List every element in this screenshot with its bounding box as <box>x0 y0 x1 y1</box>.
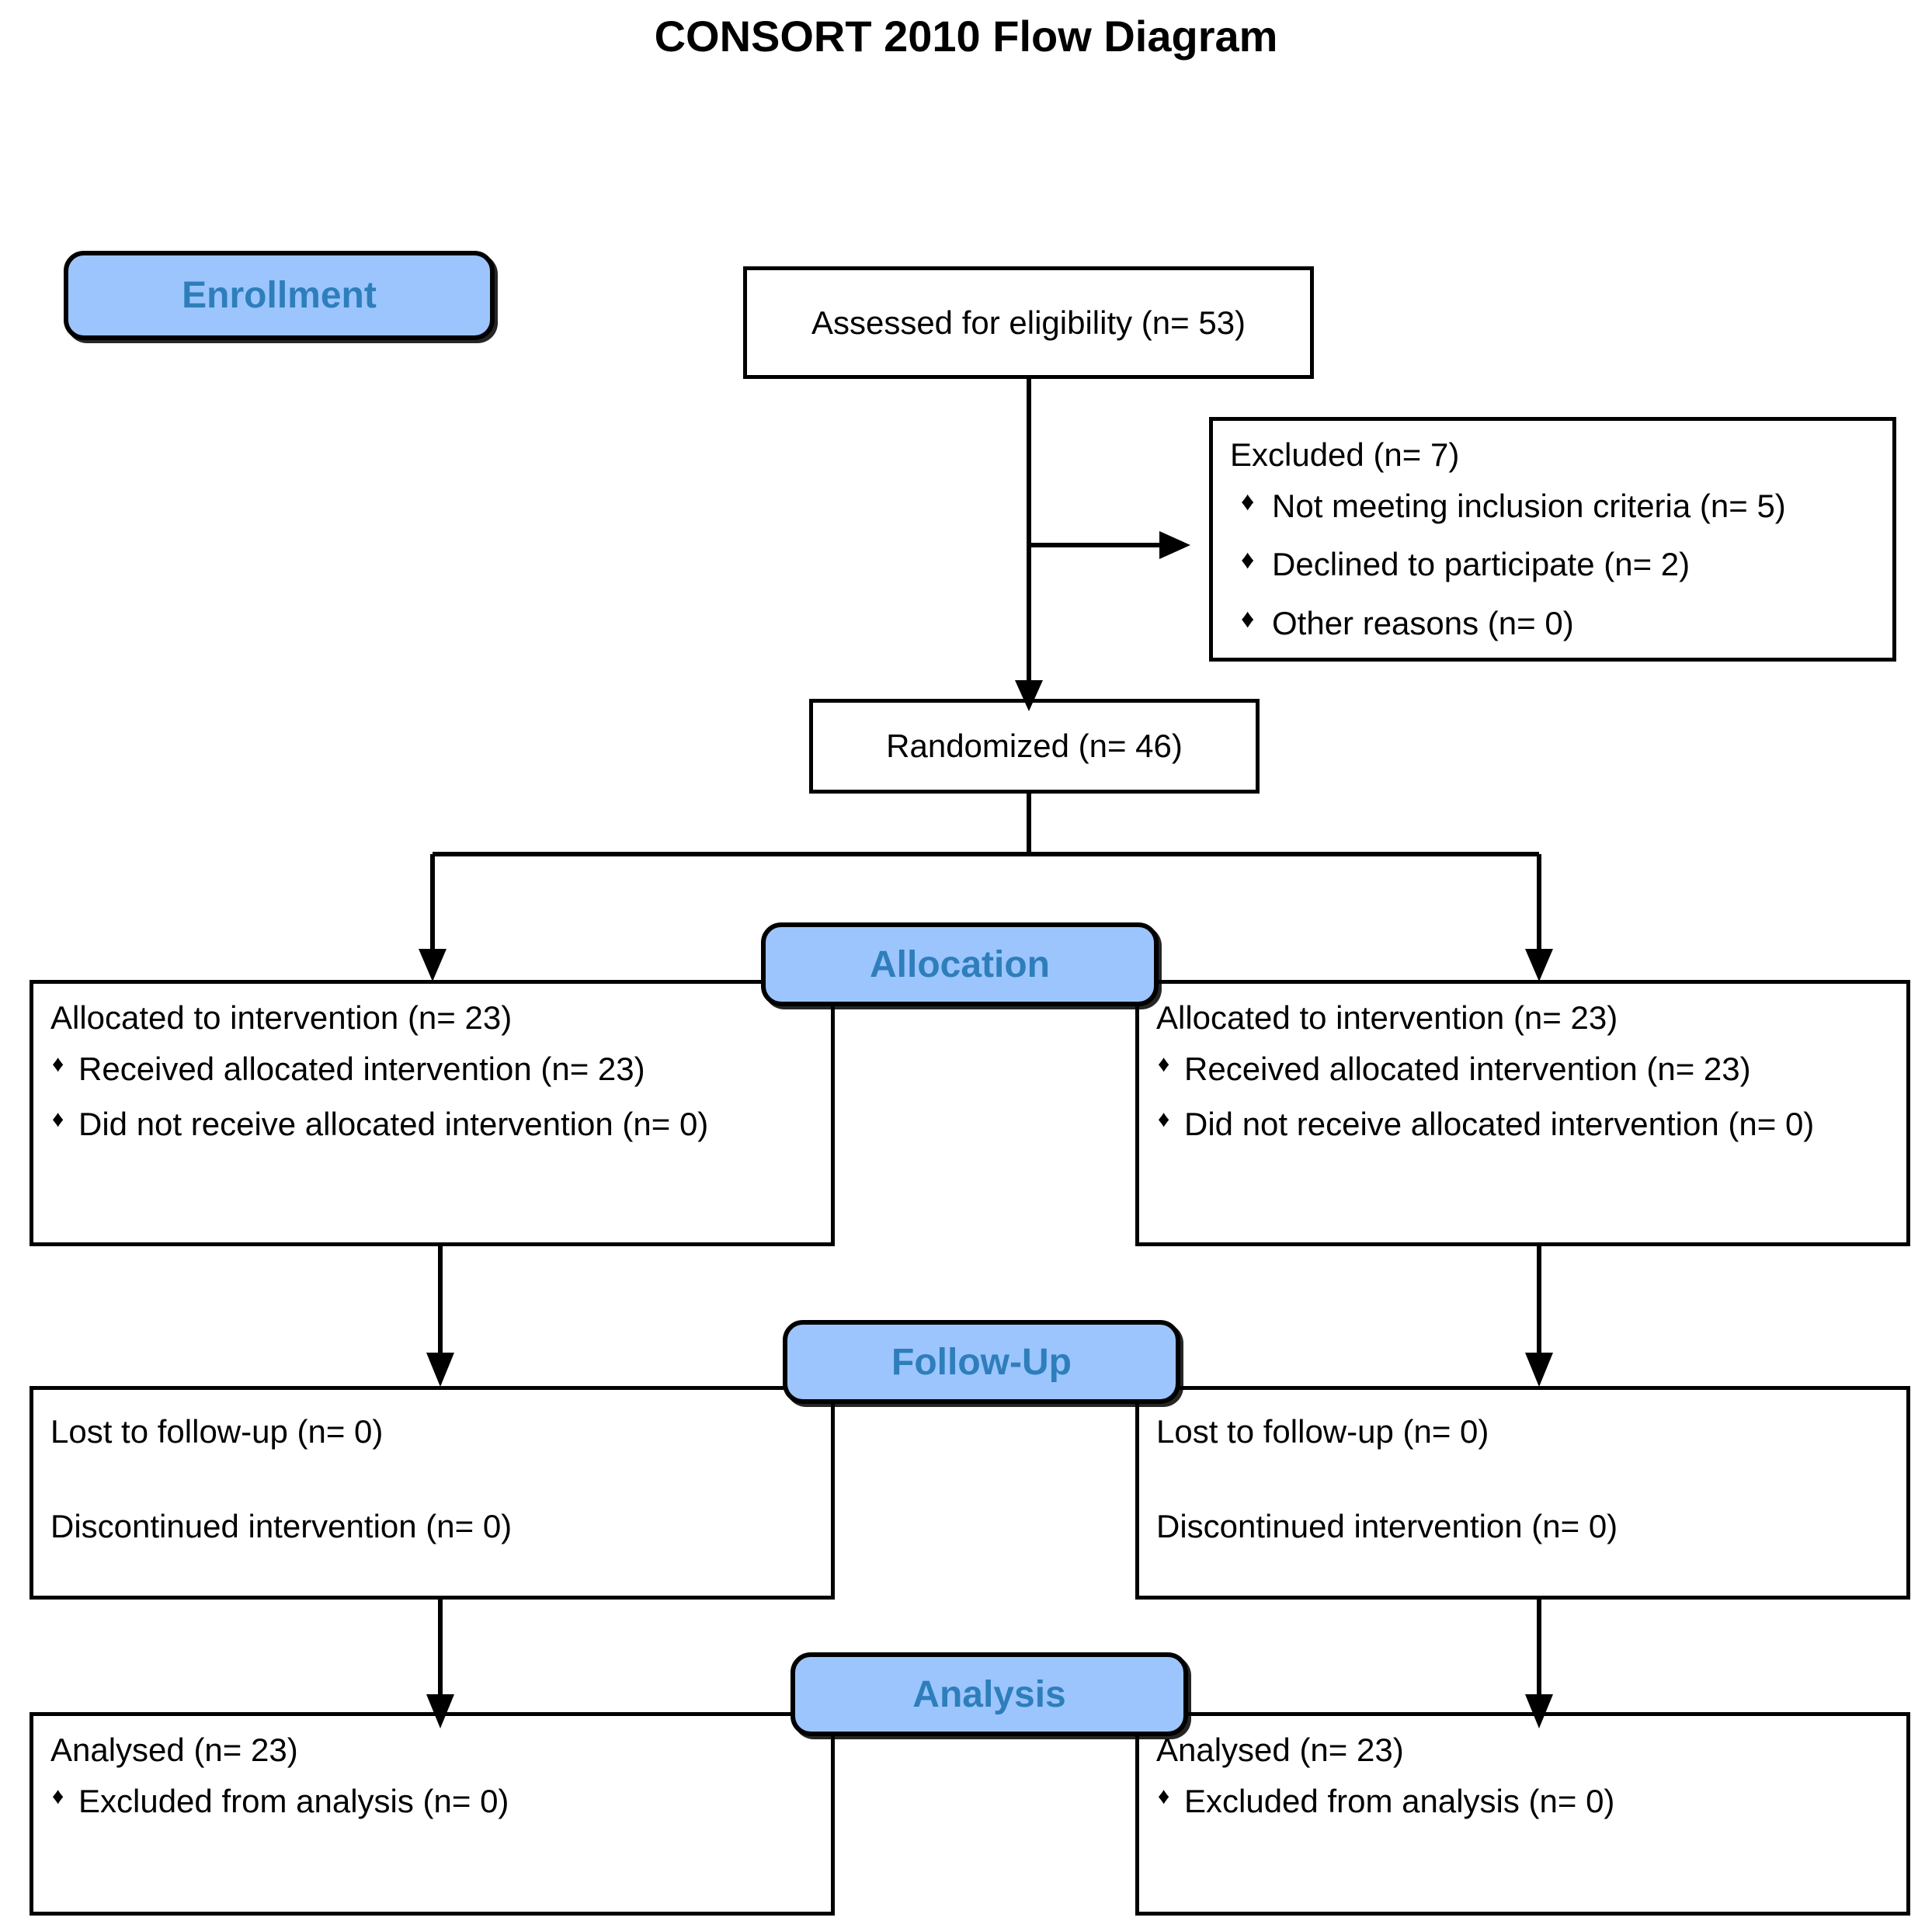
analysis-left-heading: Analysed (n= 23) <box>50 1732 298 1768</box>
assessed-text: Assessed for eligibility (n= 53) <box>811 304 1246 341</box>
diamond-bullet-icon: ♦ <box>1241 486 1255 516</box>
excluded-reason-list: ♦ Not meeting inclusion criteria (n= 5) … <box>1230 483 1875 647</box>
box-allocation-left: Allocated to intervention (n= 23) ♦ Rece… <box>30 980 835 1246</box>
analysis-right-heading: Analysed (n= 23) <box>1156 1732 1404 1768</box>
excluded-reason-text: Not meeting inclusion criteria (n= 5) <box>1272 487 1786 524</box>
list-item: ♦ Did not receive allocated intervention… <box>50 1101 814 1148</box>
analysis-right-list: ♦ Excluded from analysis (n= 0) <box>1156 1778 1889 1825</box>
box-followup-right: Lost to follow-up (n= 0) Discontinued in… <box>1135 1386 1910 1600</box>
list-item: ♦ Excluded from analysis (n= 0) <box>1156 1778 1889 1825</box>
analysis-right-item-text: Excluded from analysis (n= 0) <box>1184 1782 1615 1819</box>
diamond-bullet-icon: ♦ <box>1158 1051 1170 1077</box>
diamond-bullet-icon: ♦ <box>1158 1783 1170 1809</box>
list-item: ♦ Did not receive allocated intervention… <box>1156 1101 1889 1148</box>
followup-left-line1: Lost to follow-up (n= 0) <box>50 1413 384 1450</box>
list-item: ♦ Declined to participate (n= 2) <box>1230 541 1875 588</box>
analysis-left-item-text: Excluded from analysis (n= 0) <box>78 1782 509 1819</box>
stage-badge-allocation-label: Allocation <box>869 943 1050 985</box>
stage-badge-enrollment-label: Enrollment <box>182 275 377 316</box>
alloc-right-item-text: Did not receive allocated intervention (… <box>1184 1106 1815 1143</box>
diamond-bullet-icon: ♦ <box>52 1106 64 1133</box>
followup-right-line1: Lost to follow-up (n= 0) <box>1156 1413 1489 1450</box>
box-randomized: Randomized (n= 46) <box>809 699 1260 794</box>
stage-badge-followup: Follow-Up <box>783 1320 1180 1404</box>
stage-badge-analysis: Analysis <box>791 1652 1188 1736</box>
alloc-left-item-text: Received allocated intervention (n= 23) <box>78 1050 645 1087</box>
diamond-bullet-icon: ♦ <box>1158 1106 1170 1133</box>
stage-badge-enrollment: Enrollment <box>64 251 495 340</box>
randomized-text: Randomized (n= 46) <box>886 728 1183 765</box>
stage-badge-allocation: Allocation <box>761 922 1159 1006</box>
alloc-right-item-text: Received allocated intervention (n= 23) <box>1184 1050 1751 1087</box>
list-item: ♦ Received allocated intervention (n= 23… <box>1156 1046 1889 1093</box>
list-item: ♦ Excluded from analysis (n= 0) <box>50 1778 814 1825</box>
excluded-reason-text: Declined to participate (n= 2) <box>1272 546 1690 583</box>
followup-right-line2: Discontinued intervention (n= 0) <box>1156 1507 1618 1544</box>
alloc-right-heading: Allocated to intervention (n= 23) <box>1156 999 1618 1036</box>
diamond-bullet-icon: ♦ <box>52 1051 64 1077</box>
box-analysis-right: Analysed (n= 23) ♦ Excluded from analysi… <box>1135 1712 1910 1916</box>
diamond-bullet-icon: ♦ <box>1241 603 1255 634</box>
alloc-left-item-text: Did not receive allocated intervention (… <box>78 1106 709 1143</box>
box-allocation-right: Allocated to intervention (n= 23) ♦ Rece… <box>1135 980 1910 1246</box>
excluded-heading: Excluded (n= 7) <box>1230 436 1460 473</box>
stage-badge-followup-label: Follow-Up <box>891 1341 1072 1383</box>
alloc-left-heading: Allocated to intervention (n= 23) <box>50 999 513 1036</box>
excluded-reason-text: Other reasons (n= 0) <box>1272 604 1574 641</box>
followup-left-line2: Discontinued intervention (n= 0) <box>50 1507 513 1544</box>
list-item: ♦ Received allocated intervention (n= 23… <box>50 1046 814 1093</box>
box-analysis-left: Analysed (n= 23) ♦ Excluded from analysi… <box>30 1712 835 1916</box>
stage-badge-analysis-label: Analysis <box>912 1673 1066 1715</box>
alloc-right-list: ♦ Received allocated intervention (n= 23… <box>1156 1046 1889 1148</box>
box-excluded: Excluded (n= 7) ♦ Not meeting inclusion … <box>1209 417 1896 662</box>
box-followup-left: Lost to follow-up (n= 0) Discontinued in… <box>30 1386 835 1600</box>
analysis-left-list: ♦ Excluded from analysis (n= 0) <box>50 1778 814 1825</box>
box-assessed-for-eligibility: Assessed for eligibility (n= 53) <box>743 266 1314 379</box>
list-item: ♦ Other reasons (n= 0) <box>1230 600 1875 647</box>
list-item: ♦ Not meeting inclusion criteria (n= 5) <box>1230 483 1875 530</box>
diamond-bullet-icon: ♦ <box>52 1783 64 1809</box>
page-title: CONSORT 2010 Flow Diagram <box>654 12 1278 61</box>
diamond-bullet-icon: ♦ <box>1241 545 1255 575</box>
alloc-left-list: ♦ Received allocated intervention (n= 23… <box>50 1046 814 1148</box>
